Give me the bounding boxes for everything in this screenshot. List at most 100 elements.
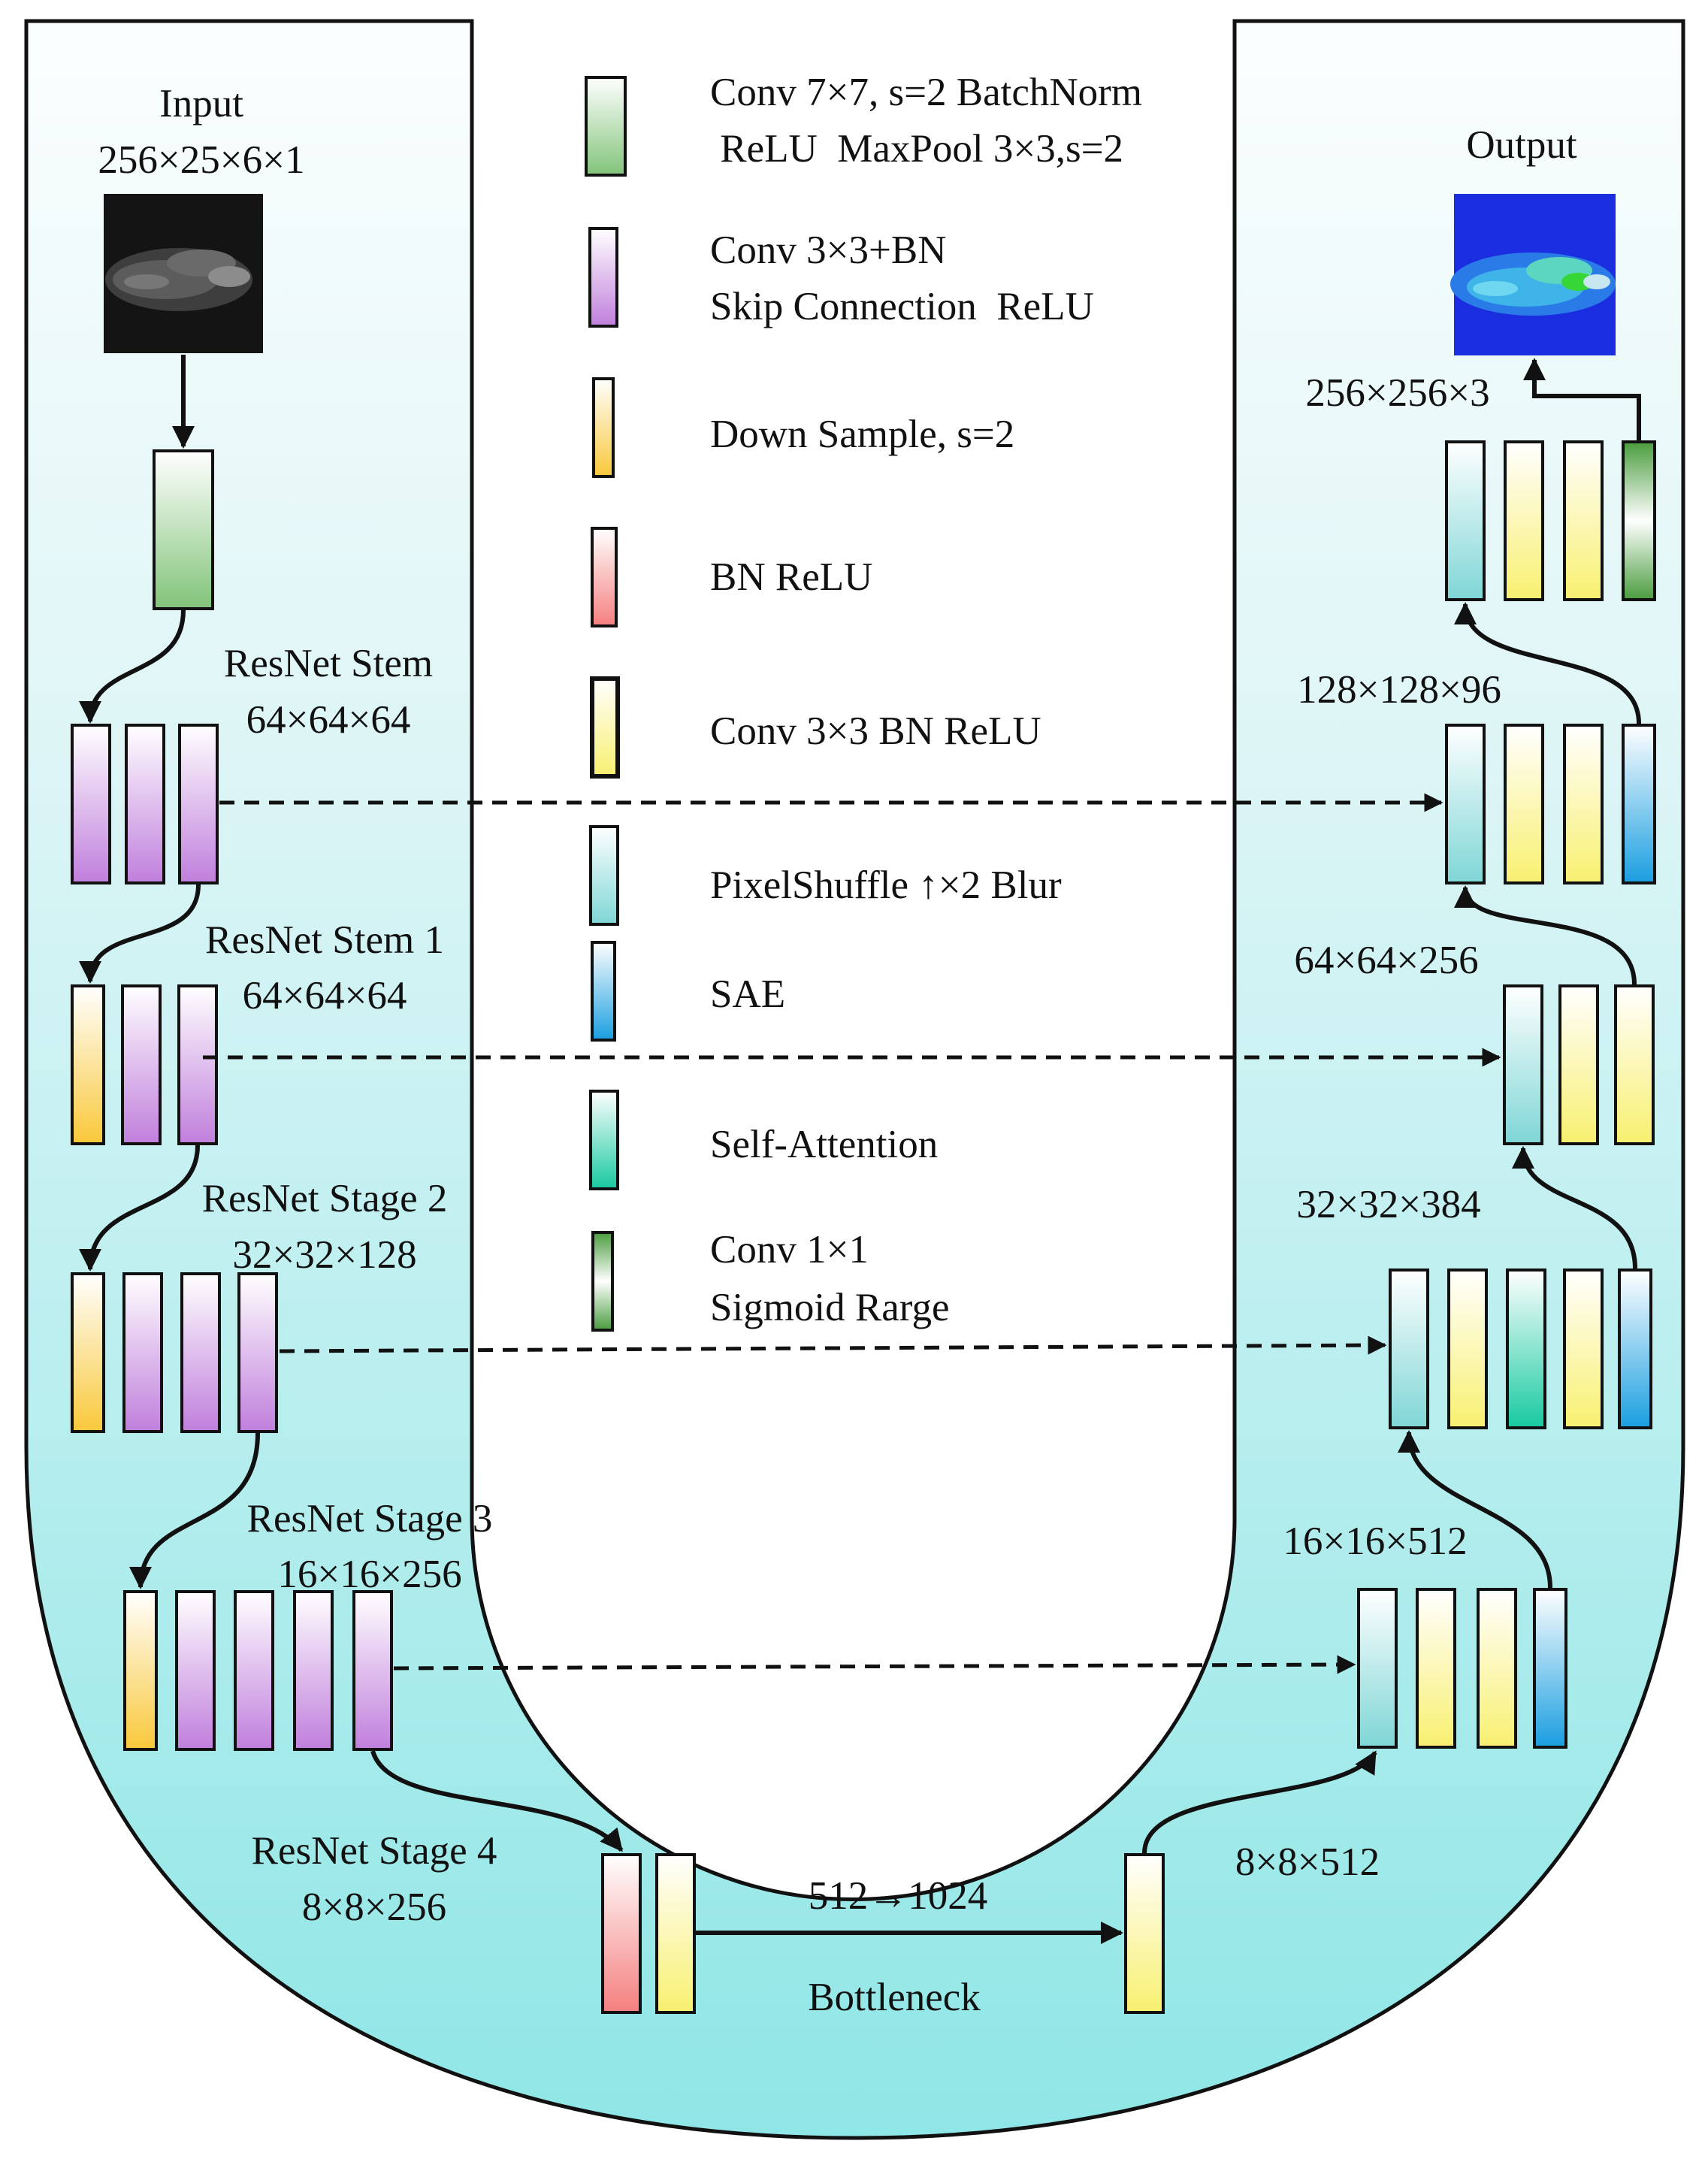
decoder-stage-output	[1445, 440, 1656, 601]
bottleneck: 512→1024 Bottleneck 8×8×512	[601, 1840, 1380, 2019]
bottleneck-out-dims: 8×8×512	[1235, 1840, 1380, 1884]
down-sample-block	[71, 984, 105, 1145]
self-attention-block	[1506, 1268, 1546, 1429]
conv3-block	[1504, 440, 1544, 601]
conv3-block	[1563, 724, 1604, 884]
conv3-block	[1563, 1268, 1604, 1429]
legend-swatch-bnrelu	[591, 527, 618, 627]
bottleneck-transition: 512→1024	[809, 1874, 988, 1918]
legend-swatch-conv1	[591, 1231, 614, 1332]
legend-label-attn: Self-Attention	[710, 1123, 938, 1166]
encoder-stage-stem1	[71, 984, 218, 1145]
decoder-stage-128-dims: 128×128×96	[1297, 668, 1501, 712]
encoder-stage-3	[123, 1590, 393, 1751]
stem-conv-block	[153, 449, 214, 610]
res-block	[234, 1590, 274, 1751]
arrow-stem-to-stage	[79, 609, 186, 724]
legend-label-conv1-line2: Sigmoid Rarge	[710, 1286, 950, 1329]
legend-label-sae: SAE	[710, 972, 785, 1016]
arrow-stage3-to-stage4	[370, 1750, 624, 1852]
legend-label-pixel: PixelShuffle ↑×2 Blur	[710, 863, 1062, 907]
legend-label-stem-line1: Conv 7×7, s=2 BatchNorm	[710, 71, 1142, 114]
encoder-stage-stem-dims: 64×64×64	[246, 698, 411, 742]
decoder: 16×16×512 32×32×384 64×64×256 128×128×96	[1283, 440, 1656, 1749]
conv3-block	[1416, 1588, 1456, 1749]
decoder-stage-32	[1389, 1268, 1652, 1429]
arrow-stem-to-stem1	[79, 884, 201, 984]
legend-swatch-pixel	[589, 825, 619, 926]
legend: Conv 7×7, s=2 BatchNorm ReLU MaxPool 3×3…	[585, 71, 1142, 1332]
decoder-stage-32-dims: 32×32×384	[1296, 1183, 1480, 1226]
conv3-block	[1124, 1853, 1165, 2014]
sae-block	[1622, 724, 1656, 884]
res-block	[177, 984, 218, 1145]
encoder-stage-4-name: ResNet Stage 4	[252, 1829, 497, 1873]
arrow-decoder32-to-64	[1512, 1146, 1637, 1269]
legend-label-stem-line2: ReLU MaxPool 3×3,s=2	[710, 127, 1123, 171]
encoder-stage-stem1-name: ResNet Stem 1	[205, 918, 444, 962]
arrow-decoder128-to-out	[1454, 602, 1641, 724]
encoder-stage-3-name: ResNet Stage 3	[247, 1497, 493, 1541]
encoder-stage-3-dims: 16×16×256	[277, 1553, 461, 1596]
arrow-bottleneck-to-decoder16	[1142, 1750, 1377, 1854]
bn-relu-block	[601, 1853, 642, 2014]
decoder-stage-64	[1503, 984, 1655, 1145]
legend-swatch-stem	[585, 76, 627, 177]
skip-connection-stage2	[279, 1335, 1387, 1355]
encoder-stage-stem1-dims: 64×64×64	[243, 974, 407, 1018]
output-title: Output	[1466, 123, 1577, 167]
arrow-stem1-to-stage2	[79, 1145, 200, 1272]
pixelshuffle-block	[1389, 1268, 1429, 1429]
res-block	[125, 724, 165, 884]
res-block	[175, 1590, 216, 1751]
legend-swatch-conv3	[590, 676, 620, 779]
decoder-stage-128	[1445, 724, 1656, 884]
legend-label-conv1-line1: Conv 1×1	[710, 1228, 869, 1272]
legend-label-res-line2: Skip Connection ReLU	[710, 285, 1094, 328]
conv3-block	[1558, 984, 1599, 1145]
res-block	[180, 1272, 221, 1433]
legend-swatch-sae	[591, 941, 616, 1042]
input-dims: 256×25×6×1	[98, 138, 304, 182]
output-dims: 256×256×3	[1305, 371, 1489, 415]
encoder-stage-stem-name: ResNet Stem	[224, 642, 433, 685]
conv1x1-block	[1622, 440, 1656, 601]
input-title: Input	[159, 82, 243, 125]
encoder: ResNet Stem 64×64×64 ResNet Stem 1 64×64…	[71, 449, 497, 1929]
pixelshuffle-block	[1503, 984, 1543, 1145]
sae-block	[1533, 1588, 1567, 1749]
legend-swatch-down	[592, 377, 615, 478]
legend-swatch-res	[588, 227, 618, 328]
output-image	[1450, 194, 1616, 355]
arrow-decoder16-to-32	[1398, 1430, 1552, 1589]
sae-block	[1618, 1268, 1652, 1429]
legend-label-res-line1: Conv 3×3+BN	[710, 228, 947, 272]
encoder-stage-stem	[71, 724, 219, 884]
arrow-to-output	[1523, 358, 1641, 440]
skip-connection-stage3	[393, 1655, 1356, 1674]
skip-connections	[203, 793, 1501, 1674]
legend-label-bnrelu: BN ReLU	[710, 555, 872, 599]
down-sample-block	[71, 1272, 105, 1433]
arrow-decoder64-to-128	[1454, 885, 1637, 985]
res-block	[352, 1590, 393, 1751]
conv3-block	[1614, 984, 1655, 1145]
encoder-stage-2-name: ResNet Stage 2	[202, 1177, 448, 1220]
decoder-stage-16-dims: 16×16×512	[1283, 1519, 1467, 1563]
res-block	[122, 1272, 163, 1433]
conv3-block	[1447, 1268, 1488, 1429]
res-block	[237, 1272, 278, 1433]
input-image	[104, 194, 263, 353]
decoder-stage-16	[1357, 1588, 1567, 1749]
conv3-block	[1563, 440, 1604, 601]
arrow-stage2-to-stage3	[129, 1432, 260, 1589]
legend-label-conv3: Conv 3×3 BN ReLU	[710, 709, 1041, 753]
conv3-block	[1504, 724, 1544, 884]
conv3-block	[1477, 1588, 1517, 1749]
conv3-block	[655, 1853, 696, 2014]
encoder-stage-2	[71, 1272, 278, 1433]
bottleneck-name: Bottleneck	[808, 1976, 981, 2019]
legend-label-down: Down Sample, s=2	[710, 413, 1014, 456]
encoder-stage-4-dims: 8×8×256	[302, 1885, 446, 1929]
